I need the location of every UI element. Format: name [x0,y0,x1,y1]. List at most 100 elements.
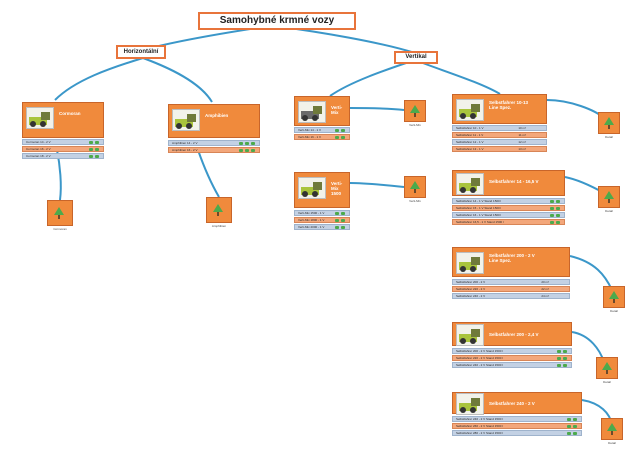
leaf-label: Detail [608,441,616,445]
leaf-label: Detail [610,309,618,313]
leaf-node[interactable] [596,357,618,379]
node-amphibien[interactable]: Amphibien [168,104,260,138]
node-title: Cormoran [59,111,81,116]
check-icon [251,149,255,152]
node-title: Selbstfahrer 10-13 Line Spez. [489,100,529,110]
check-icon [341,226,345,229]
check-icon [341,219,345,222]
node-selbstfahrer-14-rows: Selbstfahrer 14 - 1 V Stand 1500 l Selbs… [452,198,565,226]
node-verti-mix-1500[interactable]: Verti-Mix 1500 [294,172,350,208]
list-item: Selbstfahrer 240 - 2 V 24 m³ [452,293,570,299]
row-label: Selbstfahrer 12 - 1 V [456,140,484,144]
check-icon [567,425,571,428]
leaf-node[interactable] [601,418,623,440]
check-icon [335,129,339,132]
node-header: Selbstfahrer 200 - 2 V Line Spez. [452,247,570,277]
node-title: Verti-Mix [331,105,343,115]
list-item: Verti-Mix 1800 - 1 V [294,217,350,223]
node-header: Selbstfahrer 200 - 2,4 V [452,322,572,346]
list-item: Selbstfahrer 16 - 1 V Stand 1500 l [452,212,565,218]
branch-horizontal-label: Horizontální [116,45,166,59]
row-label: Selbstfahrer 240 - 2 V [456,294,486,298]
node-header: Verti-Mix 1500 [294,172,350,208]
list-item: Selbstfahrer 240 - 2 V Stand 1500 l [452,362,572,368]
machine-thumbnail [298,177,326,199]
row-value: 12 m³ [518,140,526,144]
leaf-node[interactable] [47,200,73,226]
row-label: Selbstfahrer 14 - 1 V Stand 1500 l [456,199,502,203]
check-icon [550,200,554,203]
machine-thumbnail [456,173,484,195]
node-selbstfahrer-240-rows: Selbstfahrer 240 - 2 V Stand 1500 l Selb… [452,416,582,437]
list-item: Selbstfahrer 16,5 - 1 V Stand 1500 l [452,219,565,225]
leaf-label: Detail [603,380,611,384]
row-label: Verti-Mix 1500 - 1 V [298,211,325,215]
list-item: Cormoran 16 - 2 V [22,146,104,152]
tree-icon [604,117,614,129]
check-icon [556,221,560,224]
row-value: 13 m³ [518,147,526,151]
check-icon [245,149,249,152]
check-icon [89,148,93,151]
tree-icon [213,204,223,216]
node-selbstfahrer-240[interactable]: Selbstfahrer 240 - 2 V [452,392,582,415]
check-icon [573,425,577,428]
tree-icon [54,207,64,219]
row-value: 24 m³ [541,294,549,298]
leaf-node[interactable] [404,176,426,198]
leaf-node[interactable] [404,100,426,122]
leaf-node[interactable] [598,112,620,134]
check-icon [550,221,554,224]
tree-icon [410,105,420,117]
machine-thumbnail [26,107,54,129]
node-selbstfahrer-10[interactable]: Selbstfahrer 10-13 Line Spez. [452,94,547,124]
row-label: Selbstfahrer 13 - 1 V [456,147,484,151]
list-item: Selbstfahrer 220 - 2 V Stand 1500 l [452,355,572,361]
node-selbstfahrer-200[interactable]: Selbstfahrer 200 - 2 V Line Spez. [452,247,570,277]
leaf-node[interactable] [603,286,625,308]
row-label: Cormoran 14 - 2 V [26,140,51,144]
leaf-label: Cormoran [53,227,67,231]
row-label: Selbstfahrer 220 - 2 V Stand 1500 l [456,356,503,360]
row-label: Verti-Mix 14 - 1 V [298,128,322,132]
tree-icon [410,181,420,193]
leaf-node[interactable] [206,197,232,223]
node-verti-mix[interactable]: Verti-Mix [294,96,350,126]
node-cormoran[interactable]: Cormoran [22,102,104,138]
row-label: Selbstfahrer 280 - 2 V Stand 1500 l [456,431,503,435]
leaf-label: Detail [605,135,613,139]
node-selbstfahrer-200-24[interactable]: Selbstfahrer 200 - 2,4 V [452,322,572,346]
row-label: Selbstfahrer 240 - 2 V Stand 1500 l [456,417,503,421]
check-icon [251,142,255,145]
machine-thumbnail [456,99,484,121]
node-verti-mix-1500-rows: Verti-Mix 1500 - 1 V Verti-Mix 1800 - 1 … [294,210,350,231]
check-icon [557,350,561,353]
node-title: Selbstfahrer 240 - 2 V [489,401,535,406]
row-value: 10 m³ [518,126,526,130]
check-icon [573,432,577,435]
check-icon [550,207,554,210]
row-value: 11 m³ [518,133,526,137]
node-header: Verti-Mix [294,96,350,126]
list-item: Amphibien 16 - 2 V [168,147,260,153]
check-icon [335,226,339,229]
check-icon [89,155,93,158]
tree-icon [609,291,619,303]
row-label: Selbstfahrer 15 - 1 V Stand 1500 l [456,206,502,210]
row-label: Verti-Mix 16 - 1 V [298,135,322,139]
check-icon [239,142,243,145]
leaf-node[interactable] [598,186,620,208]
node-selbstfahrer-14[interactable]: Selbstfahrer 14 - 16,5 V [452,170,565,196]
machine-thumbnail [456,324,484,346]
node-title: Amphibien [205,113,229,118]
row-label: Amphibien 14 - 2 V [172,141,198,145]
check-icon [550,214,554,217]
list-item: Selbstfahrer 200 - 2 V Stand 1500 l [452,348,572,354]
node-amphibien-rows: Amphibien 14 - 2 V Amphibien 16 - 2 V [168,140,260,154]
check-icon [567,432,571,435]
tree-icon [602,362,612,374]
check-icon [335,219,339,222]
